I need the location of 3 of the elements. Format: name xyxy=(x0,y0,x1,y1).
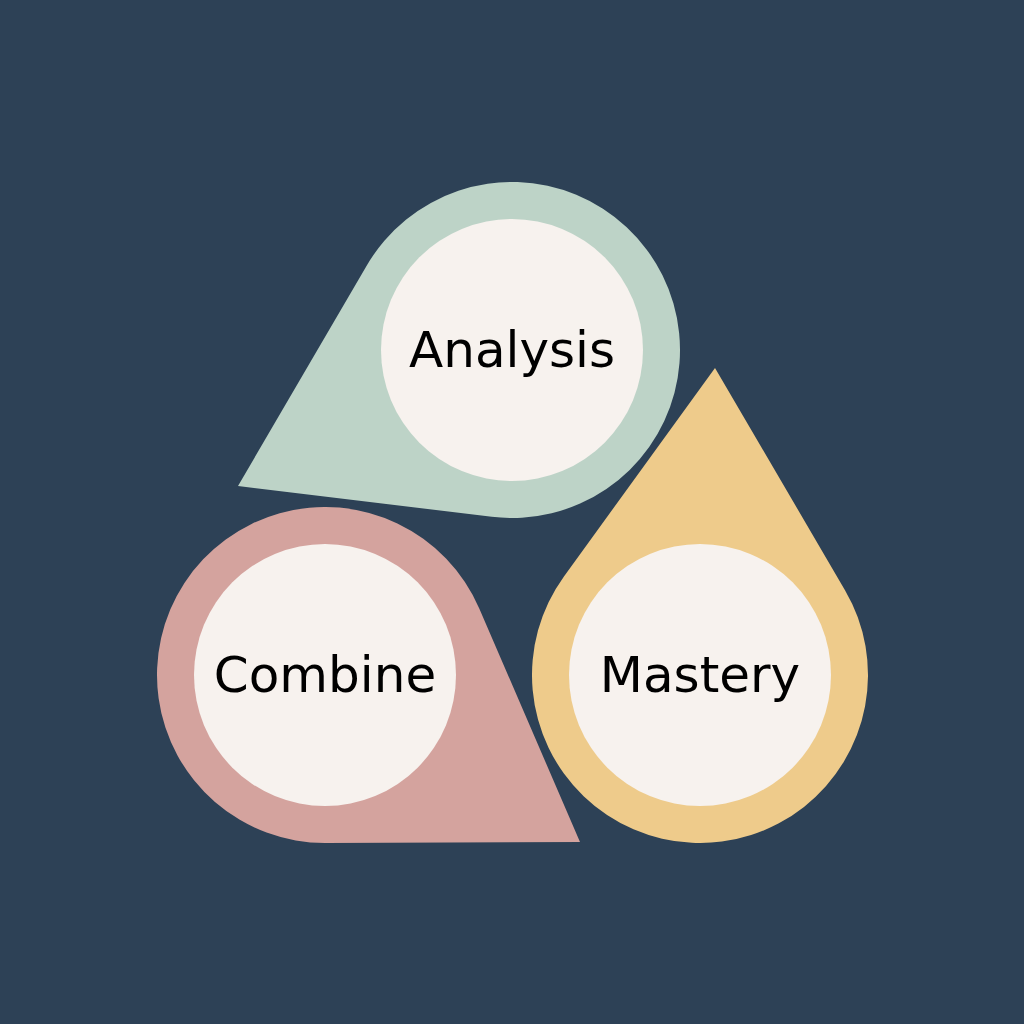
step-label: Combine xyxy=(213,646,437,704)
step-label: Mastery xyxy=(599,646,801,704)
step-label: Analysis xyxy=(409,321,615,379)
